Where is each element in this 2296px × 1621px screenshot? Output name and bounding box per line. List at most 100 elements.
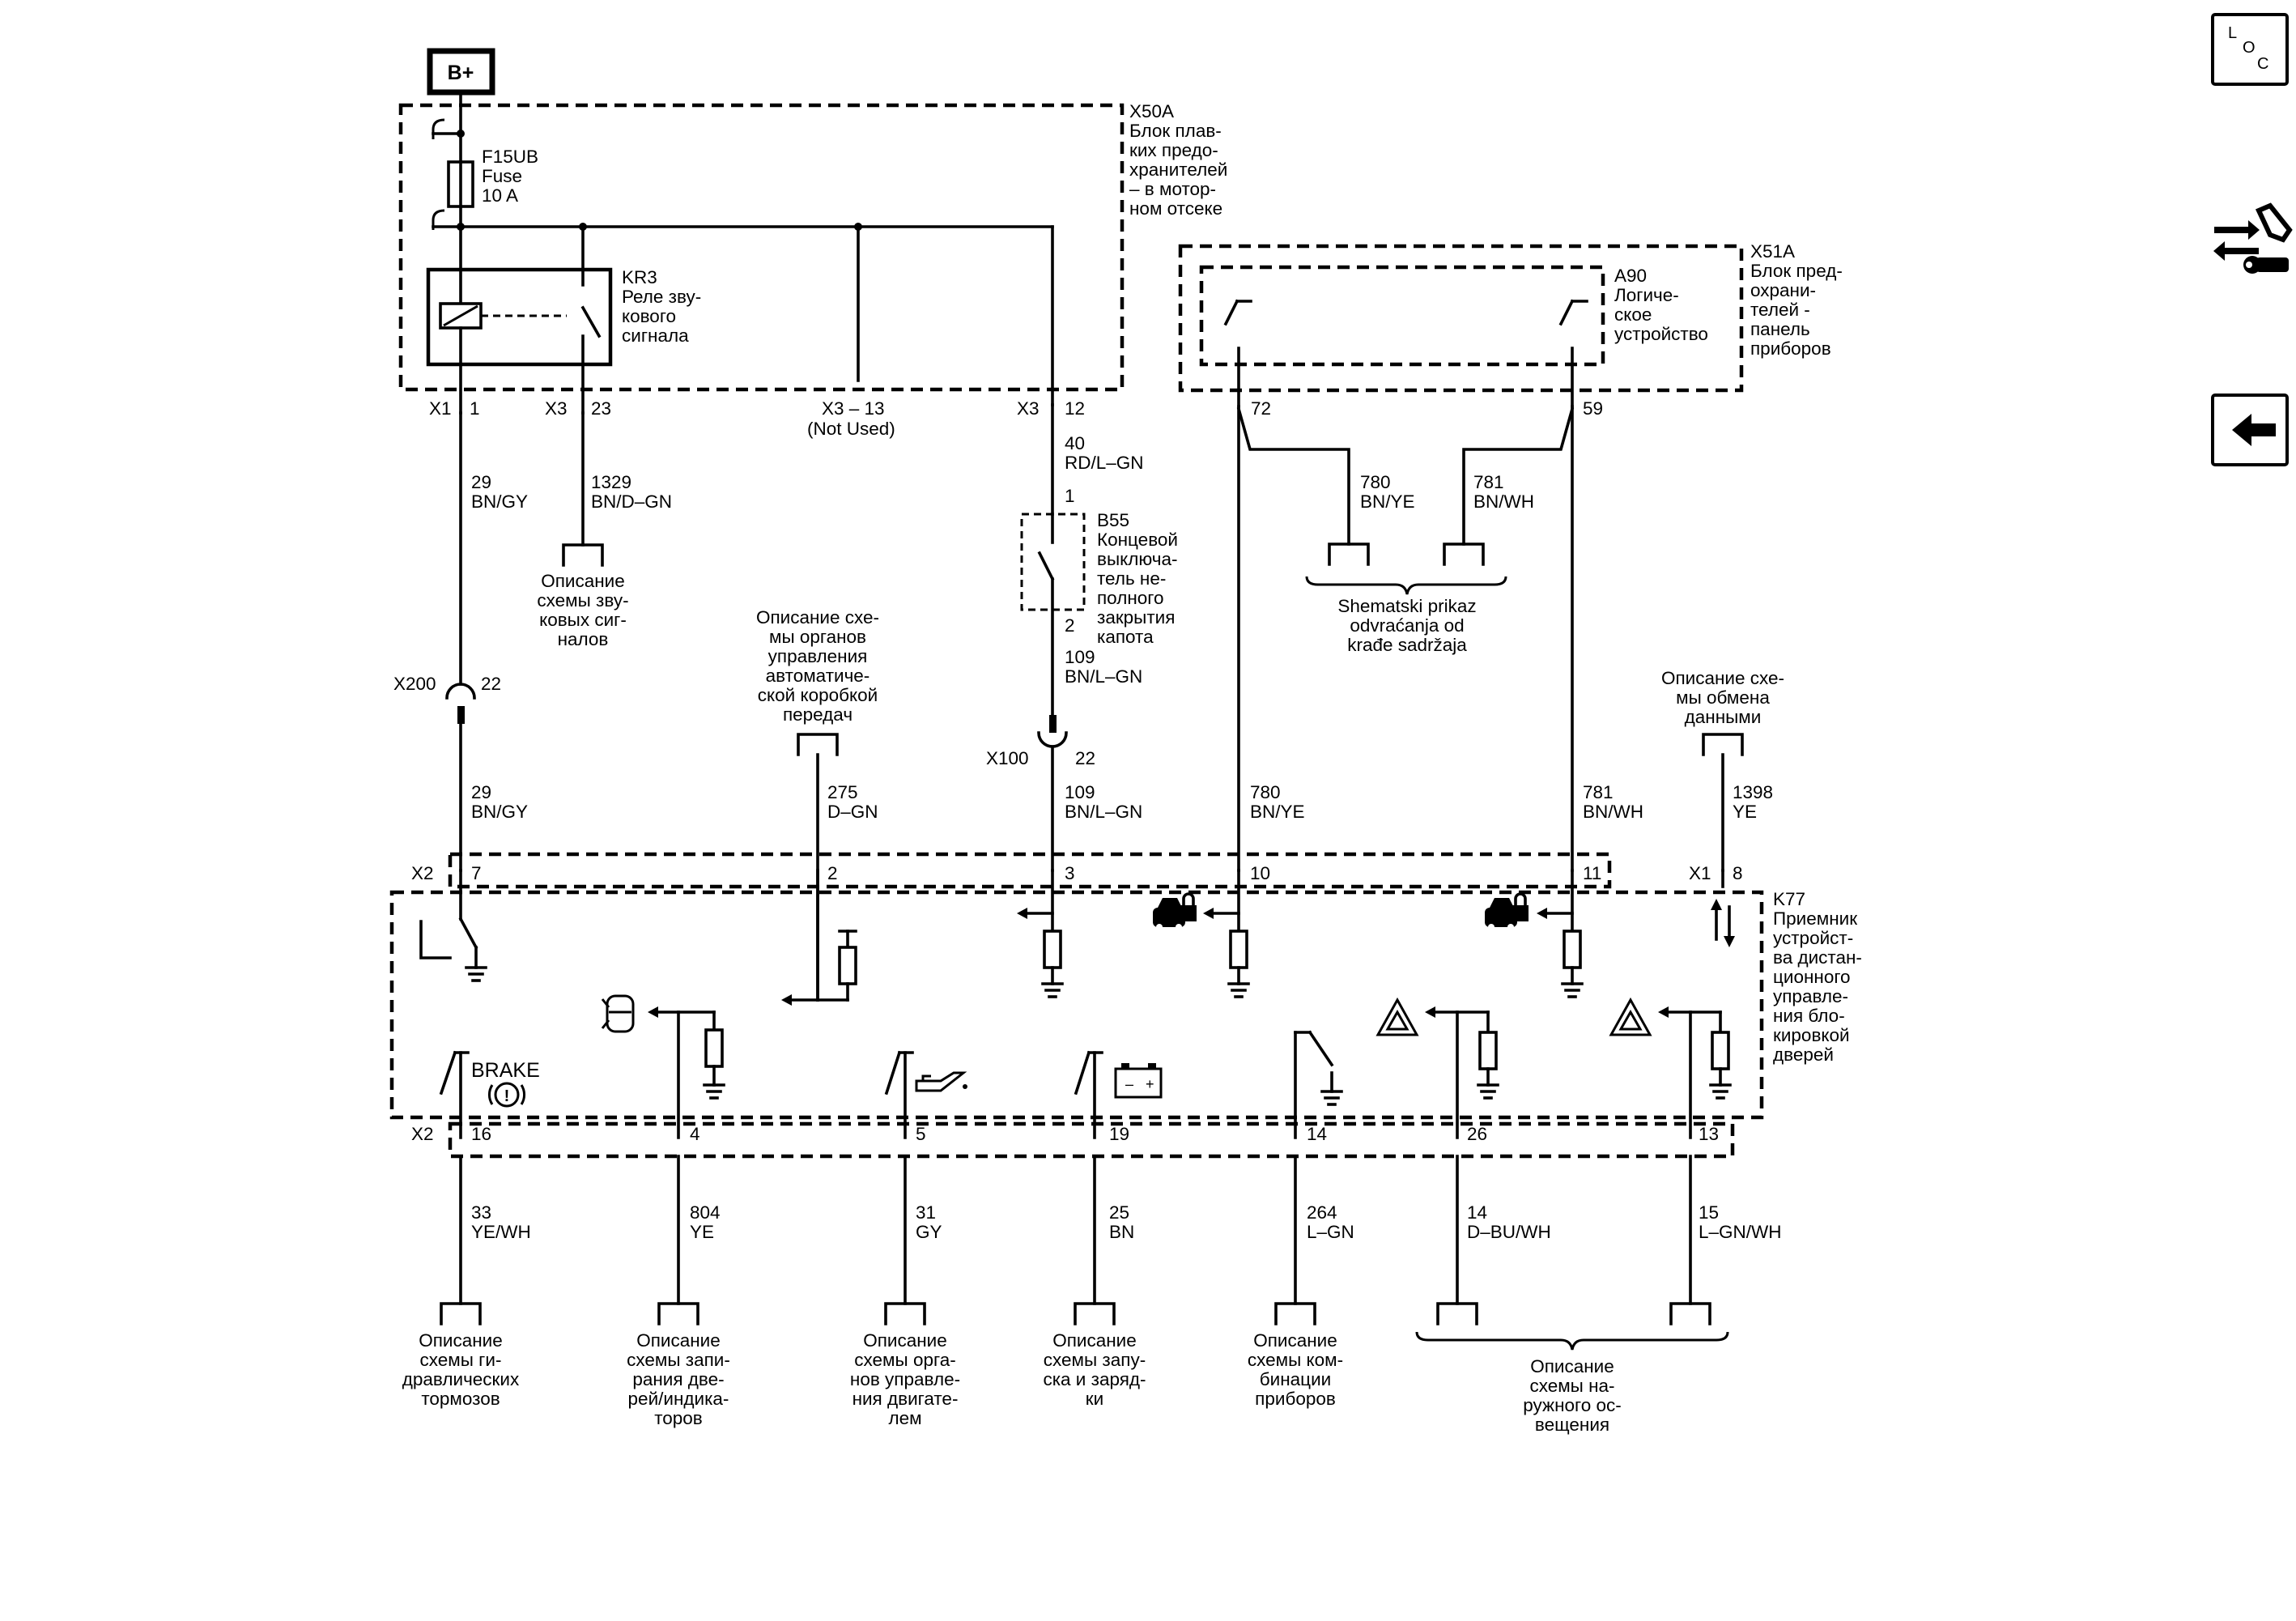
svg-text:29: 29 xyxy=(471,472,491,492)
svg-text:устройст-: устройст- xyxy=(1773,928,1853,948)
ref-brakes: Описание схемы ги- дравлических тормозов xyxy=(402,1330,520,1409)
battery-switch-icon xyxy=(1074,1050,1103,1139)
svg-text:29: 29 xyxy=(471,782,491,802)
svg-text:сигнала: сигнала xyxy=(622,325,689,346)
svg-text:4: 4 xyxy=(690,1124,700,1144)
busbar-hook-top xyxy=(432,118,445,139)
ref-bracket-data xyxy=(1702,733,1744,756)
svg-text:схемы запи-: схемы запи- xyxy=(627,1350,730,1370)
svg-text:O: O xyxy=(2243,39,2256,57)
svg-text:тель не-: тель не- xyxy=(1097,568,1166,589)
svg-text:ном отсеке: ном отсеке xyxy=(1129,198,1222,219)
fuse-block-engine-desc: X50A Блок плав- ких предо- хранителей – … xyxy=(1129,101,1227,219)
oil-pressure-icon xyxy=(915,1071,967,1092)
svg-text:K77: K77 xyxy=(1773,889,1805,909)
brake-warning-icon: ! xyxy=(488,1082,525,1108)
receiver-input-pin10-icon xyxy=(1203,869,1250,998)
svg-text:25: 25 xyxy=(1109,1202,1129,1223)
svg-text:L–GN/WH: L–GN/WH xyxy=(1699,1222,1782,1242)
svg-text:Блок плав-: Блок плав- xyxy=(1129,121,1222,141)
svg-text:Описание схе-: Описание схе- xyxy=(1661,668,1784,688)
receiver-outline xyxy=(389,890,1764,1120)
svg-text:Описание: Описание xyxy=(419,1330,503,1351)
fuse-block-panel-desc: X51A Блок пред- охрани- телей - панель п… xyxy=(1750,241,1843,359)
svg-text:BN/D–GN: BN/D–GN xyxy=(591,491,672,512)
svg-text:C: C xyxy=(2257,55,2268,73)
busbar-hook-bottom xyxy=(432,209,445,230)
svg-text:15: 15 xyxy=(1699,1202,1719,1223)
svg-text:D–GN: D–GN xyxy=(827,802,878,822)
svg-text:ния двигате-: ния двигате- xyxy=(852,1389,959,1409)
svg-text:12: 12 xyxy=(1065,398,1085,419)
svg-text:Описание схе-: Описание схе- xyxy=(756,607,879,628)
svg-text:мы органов: мы органов xyxy=(769,627,866,647)
svg-text:781: 781 xyxy=(1473,472,1504,492)
svg-text:X3 – 13: X3 – 13 xyxy=(822,398,885,419)
ref-bracket-transmission xyxy=(797,733,839,756)
svg-text:275: 275 xyxy=(827,782,858,802)
svg-text:KR3: KR3 xyxy=(622,267,657,287)
svg-text:приборов: приборов xyxy=(1750,338,1831,359)
ref-cluster: Описание схемы ком- бинации приборов xyxy=(1248,1330,1343,1409)
logic-switch-left-icon xyxy=(1223,299,1252,408)
back-arrow-icon[interactable] xyxy=(2211,394,2289,466)
svg-text:панель: панель xyxy=(1750,319,1810,339)
svg-text:схемы зву-: схемы зву- xyxy=(537,590,628,611)
svg-text:торов: торов xyxy=(654,1408,703,1428)
svg-text:780: 780 xyxy=(1250,782,1281,802)
svg-text:BN: BN xyxy=(1109,1222,1134,1242)
logic-unit-outline xyxy=(1199,265,1605,367)
svg-text:10 A: 10 A xyxy=(482,185,518,206)
ref-brace-antitheft xyxy=(1305,576,1507,595)
fuse-block-engine-id: X50A xyxy=(1129,101,1174,121)
ref-transmission: Описание схе- мы органов управления авто… xyxy=(756,607,879,725)
wire-780-branch xyxy=(1236,406,1350,546)
svg-text:B55: B55 xyxy=(1097,510,1129,530)
svg-text:7: 7 xyxy=(471,863,482,883)
connector-tool-icon[interactable] xyxy=(2213,202,2293,274)
svg-text:Реле зву-: Реле зву- xyxy=(622,287,701,307)
svg-text:X1: X1 xyxy=(429,398,452,419)
svg-text:схемы запу-: схемы запу- xyxy=(1044,1350,1146,1370)
svg-text:+: + xyxy=(1146,1076,1154,1092)
svg-text:YE: YE xyxy=(690,1222,714,1242)
svg-text:!: ! xyxy=(504,1087,510,1105)
svg-text:16: 16 xyxy=(471,1124,491,1144)
receiver-input-pin3-icon xyxy=(1017,869,1064,998)
receiver-input-pin4-icon xyxy=(648,1006,725,1139)
svg-text:BN/WH: BN/WH xyxy=(1583,802,1643,822)
svg-text:19: 19 xyxy=(1109,1124,1129,1144)
svg-text:X2: X2 xyxy=(411,1124,434,1144)
svg-text:YE/WH: YE/WH xyxy=(471,1222,531,1242)
svg-text:Описание: Описание xyxy=(1530,1356,1614,1376)
svg-text:26: 26 xyxy=(1467,1124,1487,1144)
battery-positive-label: B+ xyxy=(448,62,474,84)
svg-text:GY: GY xyxy=(916,1222,942,1242)
svg-text:BN/L–GN: BN/L–GN xyxy=(1065,802,1142,822)
svg-text:хранителей: хранителей xyxy=(1129,160,1227,180)
svg-text:Описание: Описание xyxy=(1253,1330,1337,1351)
door-ajar-icon xyxy=(601,994,635,1033)
connector-x200-icon xyxy=(445,683,476,700)
svg-text:11: 11 xyxy=(1583,863,1601,883)
ref-exterior: Описание схемы на- ружного ос- вещения xyxy=(1523,1356,1622,1435)
svg-text:264: 264 xyxy=(1307,1202,1337,1223)
svg-text:Описание: Описание xyxy=(1052,1330,1137,1351)
svg-text:1329: 1329 xyxy=(591,472,631,492)
locator-icon[interactable]: L O C xyxy=(2211,13,2289,86)
wire-781-branch xyxy=(1462,406,1575,546)
svg-text:BN/WH: BN/WH xyxy=(1473,491,1534,512)
svg-text:управления: управления xyxy=(768,646,868,666)
svg-text:781: 781 xyxy=(1583,782,1614,802)
receiver-input-pin2-icon xyxy=(781,869,857,1006)
data-bidirectional-icon xyxy=(1711,869,1735,947)
svg-text:F15UB: F15UB xyxy=(482,147,538,167)
svg-text:дверей: дверей xyxy=(1773,1045,1834,1065)
svg-text:23: 23 xyxy=(591,398,611,419)
vehicle-lock-icon-left xyxy=(1153,892,1197,930)
svg-text:данными: данными xyxy=(1685,707,1762,727)
connector-x2-bottom-outline xyxy=(448,1121,1735,1159)
battery-charge-icon: – + xyxy=(1114,1063,1163,1099)
svg-text:BN/YE: BN/YE xyxy=(1360,491,1415,512)
